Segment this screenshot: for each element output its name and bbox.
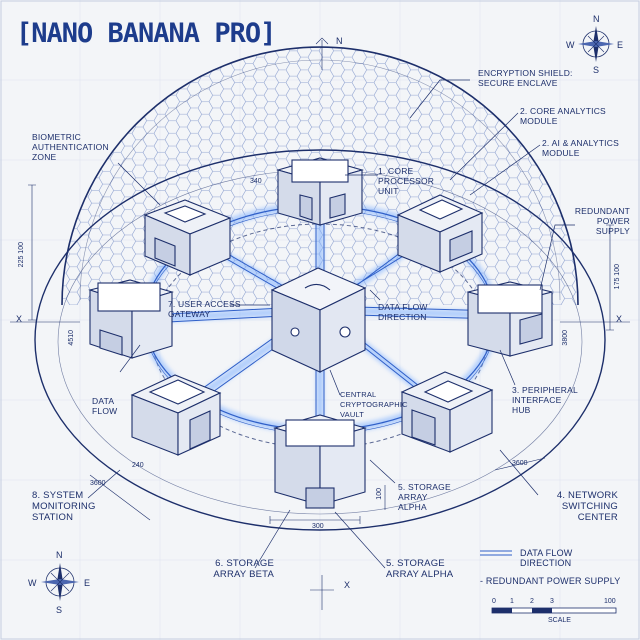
- label-user-access: 7. USER ACCESS GATEWAY: [168, 299, 241, 319]
- central-vault-cube: [270, 267, 367, 373]
- label-central-vault: CENTRAL CRYPTOGRAPHIC VAULT: [340, 390, 408, 419]
- leader-lines: [87, 79, 575, 569]
- compass-bottom-w: W: [28, 578, 37, 588]
- x-marker-left: X: [16, 314, 23, 324]
- legend-redundant-power: - REDUNDANT POWER SUPPLY: [480, 576, 621, 586]
- ai-analytics-module: [396, 194, 484, 273]
- scale-tick-1: 1: [510, 598, 514, 605]
- system-monitoring-module: [130, 374, 222, 456]
- north-marker: N: [336, 36, 343, 46]
- compass-rose-top: [578, 26, 614, 62]
- compass-top-n: N: [593, 14, 600, 24]
- page-title: [NANO BANANA PRO]: [16, 18, 276, 49]
- compass-bottom-s: S: [56, 605, 63, 615]
- label-core-analytics: 2. CORE ANALYTICS MODULE: [520, 106, 606, 126]
- dim-175: 175 100: [614, 264, 621, 290]
- dim-3600-right: 3600: [512, 460, 528, 467]
- compass-rose-bottom: [41, 563, 79, 601]
- label-peripheral-hub: 3. PERIPHERAL INTERFACE HUB: [512, 385, 578, 415]
- label-core-processor: 1. CORE PROCESSOR UNIT: [378, 166, 435, 196]
- label-redundant-power: REDUNDANT POWER SUPPLY: [574, 206, 630, 236]
- dim-300: 300: [312, 523, 324, 530]
- label-data-flow: DATA FLOW: [92, 396, 118, 416]
- label-network-switching: 4. NETWORK SWITCHING CENTER: [556, 490, 618, 523]
- legend-symbols: [480, 550, 512, 556]
- dim-240: 240: [132, 462, 144, 469]
- compass-top-e: E: [617, 40, 624, 50]
- dim-3600-left: 3600: [90, 480, 106, 487]
- scale-tick-0: 0: [492, 598, 496, 605]
- dim-340: 340: [250, 178, 262, 185]
- legend-data-flow: DATA FLOW DIRECTION: [520, 548, 573, 568]
- dim-3800: 3800: [562, 330, 569, 346]
- scale-tick-3: 3: [550, 598, 554, 605]
- label-biometric: BIOMETRIC AUTHENTICATION ZONE: [32, 132, 109, 162]
- compass-bottom-n: N: [56, 550, 63, 560]
- user-access-gateway-module: [88, 279, 174, 359]
- label-ai-analytics: 2. AI & ANALYTICS MODULE: [542, 138, 619, 158]
- dim-100: 100: [376, 488, 383, 500]
- label-data-flow-direction: DATA FLOW DIRECTION: [378, 302, 428, 322]
- compass-top-s: S: [593, 65, 600, 75]
- compass-top-w: W: [566, 40, 575, 50]
- dim-225: 225 100: [18, 242, 25, 268]
- network-switching-module: [400, 371, 494, 453]
- scale-bar: [491, 607, 617, 614]
- scale-label: SCALE: [548, 617, 571, 624]
- biometric-module: [143, 199, 232, 276]
- compass-bottom-e: E: [84, 578, 91, 588]
- dim-4510: 4510: [68, 330, 75, 346]
- label-storage-alpha: 5. STORAGE ARRAY ALPHA: [386, 558, 454, 580]
- label-system-monitoring: 8. SYSTEM MONITORING STATION: [32, 490, 96, 523]
- dimension-lines: [10, 37, 630, 610]
- storage-array-module: [273, 414, 367, 509]
- x-marker-right: X: [616, 314, 623, 324]
- x-marker-bottom: X: [344, 580, 351, 590]
- scale-tick-100: 100: [604, 598, 616, 605]
- peripheral-hub-module: [467, 281, 553, 357]
- label-storage-beta: 6. STORAGE ARRAY BETA: [213, 558, 274, 580]
- scale-tick-2: 2: [530, 598, 534, 605]
- modules: [88, 157, 553, 509]
- label-encryption-shield: ENCRYPTION SHIELD: SECURE ENCLAVE: [478, 68, 573, 88]
- label-storage-alpha-inner: 5. STORAGE ARRAY ALPHA: [398, 482, 451, 512]
- core-processor-module: [275, 157, 365, 226]
